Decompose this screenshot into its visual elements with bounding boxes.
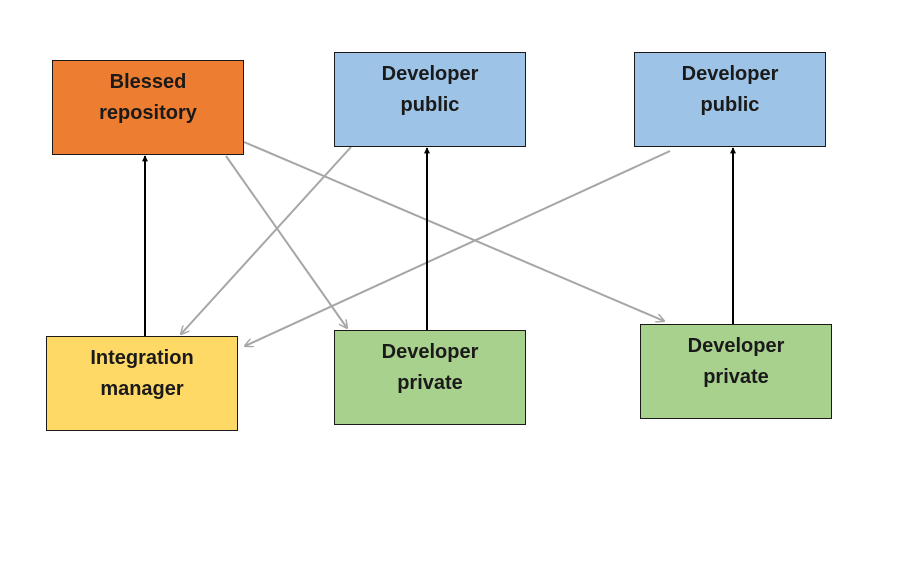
developer-public-node-1: Developer public	[334, 52, 526, 147]
developer-public-2-label-line2: public	[700, 94, 760, 116]
blessed-repository-node: Blessed repository	[52, 60, 244, 155]
developer-private-2-label-line1: Developer	[687, 335, 785, 357]
arrow-public-2-to-integration	[245, 150, 671, 346]
developer-public-node-2: Developer public	[634, 52, 826, 147]
integration-manager-label-line1: Integration	[90, 347, 194, 369]
developer-private-2-label-line2: private	[703, 366, 769, 388]
integration-manager-label-line2: manager	[100, 378, 184, 400]
developer-private-node-2: Developer private	[640, 324, 832, 419]
blessed-repository-label-line2: repository	[99, 102, 197, 124]
developer-public-1-label-line1: Developer	[381, 63, 479, 85]
blessed-repository-label-line1: Blessed	[109, 71, 187, 93]
developer-public-2-label-line1: Developer	[681, 63, 779, 85]
arrow-public-1-to-integration	[181, 146, 352, 334]
arrow-blessed-to-private-1	[225, 155, 347, 328]
developer-private-node-1: Developer private	[334, 330, 526, 425]
arrow-blessed-to-private-2	[243, 141, 664, 321]
developer-public-1-label-line2: public	[400, 94, 460, 116]
developer-private-1-label-line1: Developer	[381, 341, 479, 363]
developer-private-1-label-line2: private	[397, 372, 463, 394]
integration-manager-node: Integration manager	[46, 336, 238, 431]
